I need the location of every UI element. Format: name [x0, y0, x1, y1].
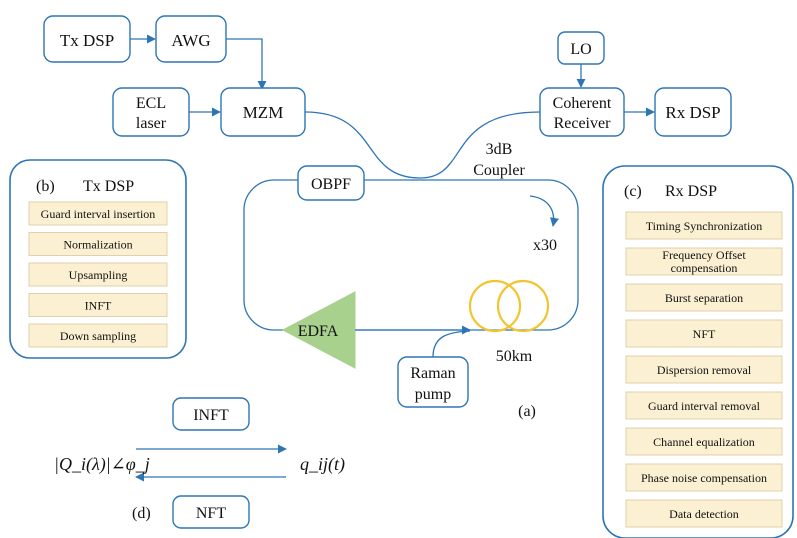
- raman-pump-feed: [432, 330, 471, 358]
- tx-step: Upsampling: [28, 262, 168, 287]
- tx-step-label: Normalization: [63, 238, 132, 252]
- tx-dsp-block: Tx DSP: [43, 15, 131, 63]
- ecl-label-line1: ECL: [136, 95, 166, 112]
- rx-dsp-block: Rx DSP: [654, 87, 732, 137]
- edfa-amplifier: EDFA: [281, 291, 356, 369]
- rx-dsp-label: Rx DSP: [665, 103, 720, 122]
- coupler-label-line2: Coupler: [473, 162, 525, 179]
- rx-step-label: Data detection: [669, 507, 739, 521]
- edfa-label: EDFA: [298, 323, 339, 340]
- panel-a-tag: (a): [518, 403, 536, 420]
- rx-step-label: Burst separation: [665, 291, 743, 305]
- tx-step-label: Guard interval insertion: [41, 207, 156, 221]
- tx-step: INFT: [28, 293, 168, 317]
- raman-label-line1: Raman: [410, 365, 455, 382]
- rx-step: Phase noise compensation: [625, 463, 783, 492]
- rx-dsp-panel: (c) Rx DSP Timing SynchronizationFrequen…: [602, 165, 794, 538]
- rx-step: Timing Synchronization: [625, 211, 783, 240]
- ecl-laser-block: ECL laser: [112, 87, 190, 137]
- nft-block: NFT: [172, 495, 250, 529]
- lo-block: LO: [557, 31, 605, 65]
- rx-step: NFT: [625, 319, 783, 348]
- recirculating-loop: [243, 179, 579, 331]
- right-expression: q_ij(t): [300, 454, 345, 475]
- tx-dsp-label: Tx DSP: [60, 31, 114, 50]
- rx-step-label: Timing Synchronization: [646, 219, 763, 233]
- rx-step-label: Channel equalization: [653, 435, 755, 449]
- coherent-label-line2: Receiver: [554, 115, 612, 132]
- tx-panel-title: Tx DSP: [83, 178, 134, 195]
- rx-panel-tag: (c): [624, 183, 642, 200]
- coherent-label-line1: Coherent: [553, 95, 612, 112]
- mzm-to-coupler-fiber: [304, 111, 421, 179]
- coherent-receiver-block: Coherent Receiver: [539, 87, 625, 137]
- rx-step-label: NFT: [693, 327, 716, 341]
- rx-panel-title: Rx DSP: [665, 183, 717, 200]
- inft-label: INFT: [193, 407, 229, 424]
- lo-label: LO: [570, 41, 591, 58]
- rx-step-label: Dispersion removal: [657, 363, 752, 377]
- rx-step-label: Phase noise compensation: [641, 471, 767, 485]
- rx-step: Burst separation: [625, 283, 783, 312]
- tx-step-label: Down sampling: [60, 329, 136, 343]
- fiber-length-label: 50km: [496, 348, 533, 365]
- rx-step-label: compensation: [671, 261, 738, 275]
- tx-step-label: Upsampling: [69, 268, 128, 282]
- time-signal-expression: q_ij(t): [300, 454, 345, 475]
- tx-step: Down sampling: [28, 323, 168, 348]
- tx-step-list: Guard interval insertionNormalizationUps…: [28, 201, 168, 348]
- inft-block: INFT: [172, 397, 250, 431]
- tx-step: Guard interval insertion: [28, 201, 168, 226]
- coupler-label-line1: 3dB: [486, 141, 513, 158]
- fiber-spool-icon: [468, 279, 550, 333]
- tx-panel-tag: (b): [36, 178, 55, 195]
- raman-label-line2: pump: [415, 386, 451, 403]
- rx-step-label: Frequency Offset: [662, 248, 746, 262]
- obpf-label: OBPF: [311, 176, 351, 193]
- mzm-block: MZM: [220, 87, 306, 137]
- tx-step-label: INFT: [85, 299, 112, 313]
- rx-step: Channel equalization: [625, 427, 783, 456]
- ecl-label-line2: laser: [136, 115, 167, 132]
- loop-count-label: x30: [533, 237, 557, 254]
- spectrum-expression: |Q_i(λ)|∠φ_j: [54, 454, 150, 475]
- awg-block: AWG: [155, 15, 227, 63]
- panel-d-tag: (d): [132, 505, 151, 522]
- coupler-to-receiver-fiber: [419, 111, 541, 179]
- raman-pump-block: Raman pump: [397, 356, 469, 408]
- loop-direction-arrow: [529, 195, 559, 227]
- awg-to-mzm-arrow: [226, 38, 267, 90]
- tx-step: Normalization: [28, 232, 168, 256]
- nft-label: NFT: [196, 505, 226, 522]
- obpf-block: OBPF: [297, 165, 365, 201]
- rx-step: Dispersion removal: [625, 355, 783, 384]
- rx-step: Guard interval removal: [625, 391, 783, 420]
- rx-step: Data detection: [625, 499, 783, 528]
- left-expression: |Q_i(λ)|∠φ_j: [54, 454, 150, 475]
- awg-label: AWG: [171, 31, 210, 50]
- tx-dsp-panel: (b) Tx DSP Guard interval insertionNorma…: [9, 159, 187, 359]
- rx-step-label: Guard interval removal: [648, 399, 761, 413]
- mzm-label: MZM: [243, 103, 284, 122]
